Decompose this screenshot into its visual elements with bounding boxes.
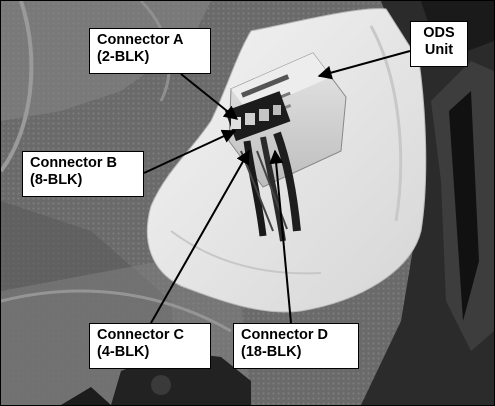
callout-connector-a: Connector A (2-BLK) [89, 28, 211, 74]
callout-connector-d-detail: (18-BLK) [241, 344, 302, 360]
callout-connector-b-detail: (8-BLK) [30, 172, 83, 188]
callout-ods-unit-detail: Unit [424, 42, 454, 58]
callout-connector-c: Connector C (4-BLK) [89, 323, 211, 369]
callout-connector-a-title: Connector A [97, 32, 184, 48]
callout-ods-unit-title: ODS [423, 25, 455, 41]
callout-connector-c-title: Connector C [97, 327, 184, 343]
callout-connector-c-detail: (4-BLK) [97, 344, 150, 360]
callout-connector-b-title: Connector B [30, 155, 117, 171]
callout-connector-d: Connector D (18-BLK) [233, 323, 359, 369]
callout-connector-b: Connector B (8-BLK) [22, 151, 144, 197]
callout-connector-d-title: Connector D [241, 327, 328, 343]
callout-connector-a-detail: (2-BLK) [97, 49, 150, 65]
callout-ods-unit: ODS Unit [410, 21, 468, 67]
